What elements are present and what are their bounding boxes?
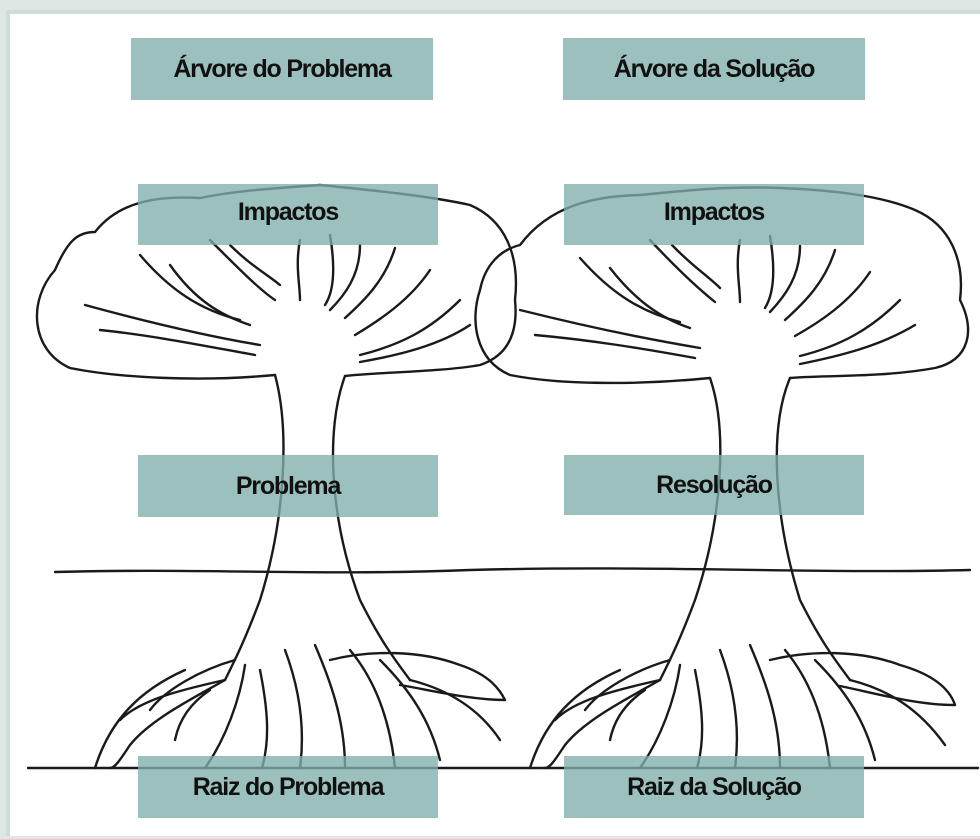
right-trunk-right <box>775 376 852 682</box>
solution-root-label: Raiz da Solução <box>564 756 864 818</box>
problem-core-label: Problema <box>138 455 438 517</box>
diagram-frame <box>6 10 980 836</box>
problem-tree-title: Árvore do Problema <box>131 38 433 100</box>
right-trunk-left <box>658 376 722 682</box>
ground-line <box>53 567 972 574</box>
left-trunk-left <box>223 373 285 682</box>
solution-tree-title: Árvore da Solução <box>563 38 865 100</box>
problem-impacts-label: Impactos <box>138 184 438 245</box>
left-trunk-right <box>331 374 412 682</box>
problem-root-label: Raiz do Problema <box>138 756 438 818</box>
solution-impacts-label: Impactos <box>564 184 864 245</box>
solution-core-label: Resolução <box>564 455 864 515</box>
